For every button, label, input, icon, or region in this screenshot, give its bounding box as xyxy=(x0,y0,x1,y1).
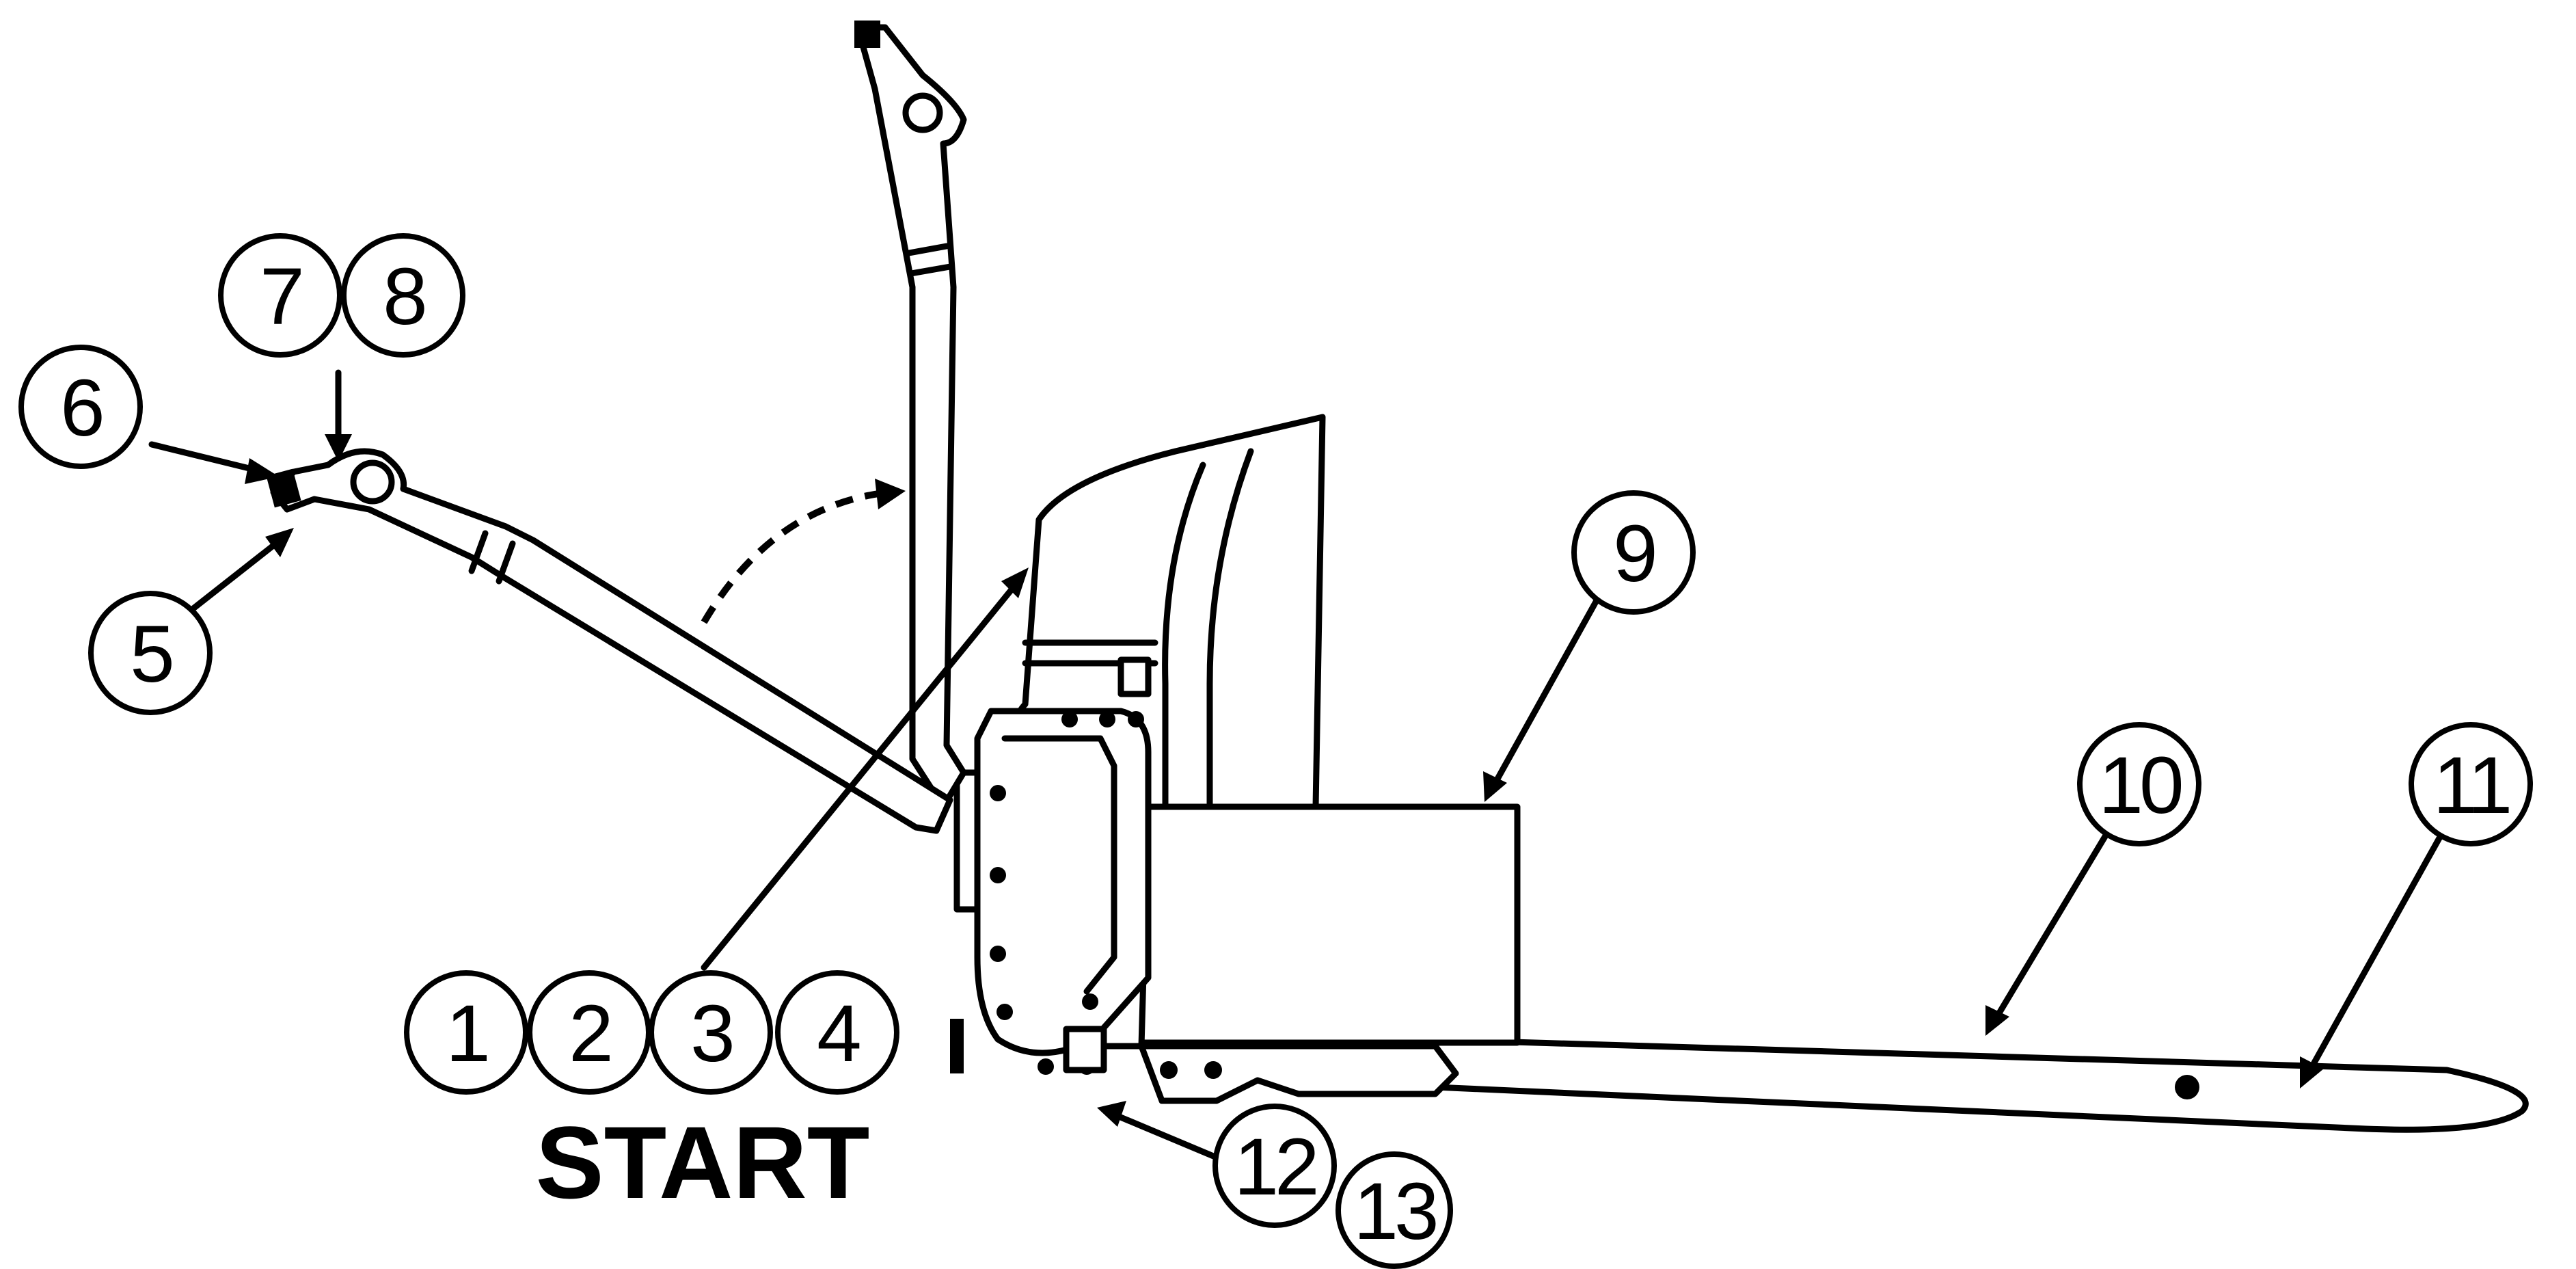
tiller-lowered xyxy=(266,448,953,834)
callout-5-label: 5 xyxy=(130,609,172,699)
leader-lines xyxy=(148,369,2447,1162)
callout-8: 8 xyxy=(341,233,465,358)
callout-4: 4 xyxy=(775,970,899,1095)
callout-3: 3 xyxy=(649,970,773,1095)
callout-5: 5 xyxy=(88,591,213,715)
callout-1-label: 1 xyxy=(446,989,487,1079)
start-label: START xyxy=(536,1105,870,1220)
callout-3-label: 3 xyxy=(690,989,732,1079)
callout-13-label: 13 xyxy=(1353,1166,1436,1257)
callout-10-label: 10 xyxy=(2098,740,2182,831)
battery-box xyxy=(1138,803,1521,1046)
swing-arc xyxy=(701,489,889,624)
callout-2: 2 xyxy=(527,970,651,1095)
callout-8-label: 8 xyxy=(383,252,424,342)
lower-base xyxy=(1138,1043,1459,1104)
callout-11: 11 xyxy=(2409,722,2533,846)
callout-7-label: 7 xyxy=(260,252,301,342)
callout-12-label: 12 xyxy=(1234,1122,1316,1212)
swing-arc-arrowhead xyxy=(875,479,906,509)
callout-12: 12 xyxy=(1212,1104,1337,1228)
fork-tine xyxy=(1357,1036,2529,1133)
callout-10: 10 xyxy=(2077,722,2201,846)
tiller-upright xyxy=(854,21,967,810)
callout-13: 13 xyxy=(1336,1151,1453,1269)
callout-2-label: 2 xyxy=(569,989,610,1079)
callout-6-label: 6 xyxy=(60,363,102,453)
callout-7: 7 xyxy=(218,233,342,358)
callout-9-label: 9 xyxy=(1613,509,1655,599)
callout-1: 1 xyxy=(404,970,528,1095)
callout-4-label: 4 xyxy=(817,989,860,1079)
side-frame xyxy=(950,708,1152,1075)
callout-9: 9 xyxy=(1571,490,1696,615)
callout-11-label: 11 xyxy=(2433,740,2509,831)
callout-6: 6 xyxy=(18,345,143,469)
